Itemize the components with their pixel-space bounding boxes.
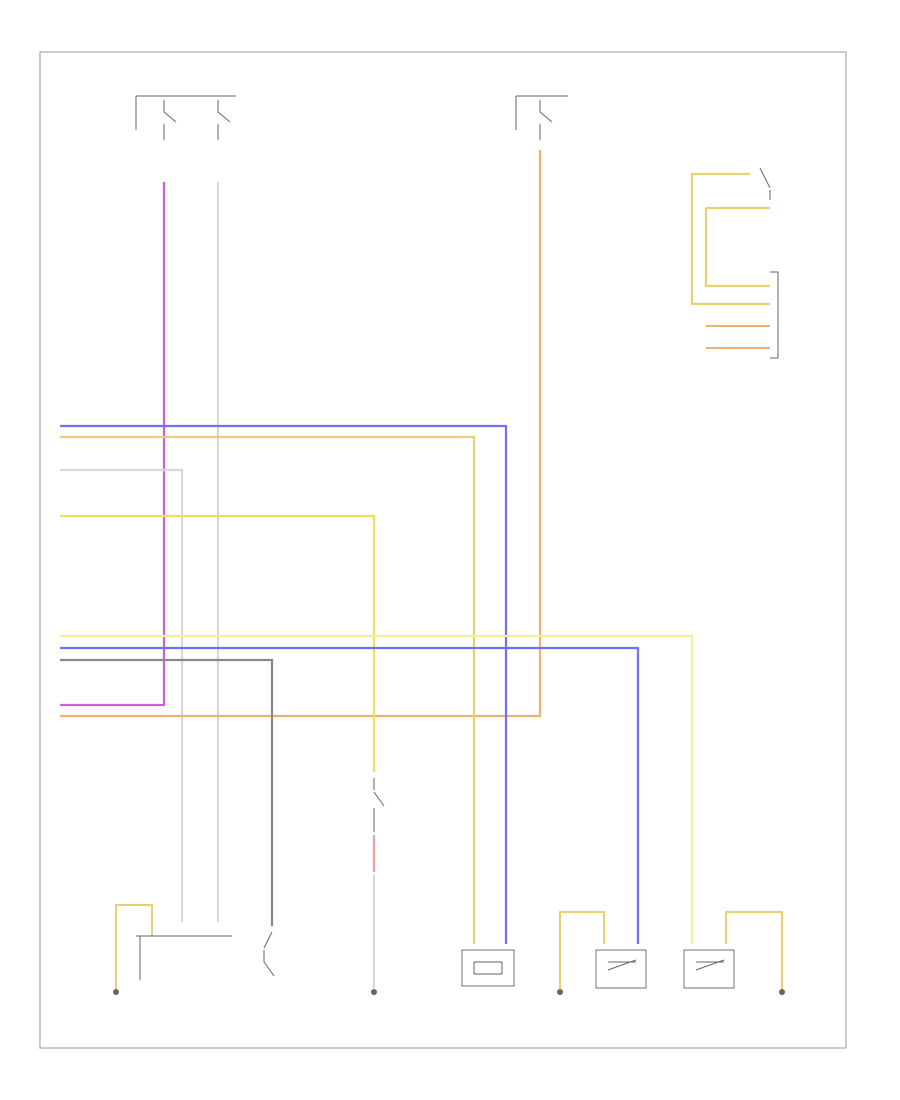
sensor-bottom-left: [113, 904, 275, 995]
wire-yellow-light: [60, 634, 694, 944]
fuse-block-left: [135, 95, 236, 140]
switch-right-b: [683, 911, 783, 990]
middle-switch: [371, 778, 385, 995]
ground-right-b: [779, 989, 785, 995]
module-middle: [461, 949, 515, 987]
fuse-block-right: [515, 95, 568, 140]
wire-white-2: [60, 468, 184, 922]
wire-blue-lower: [60, 646, 640, 944]
top-right-group: [690, 167, 779, 359]
wire-violet: [60, 182, 166, 707]
wire-gray: [60, 658, 274, 926]
switch-right-a: [595, 949, 647, 989]
wire-yellow: [60, 514, 376, 772]
wire-orange: [60, 150, 542, 718]
ground-right-a: [557, 911, 605, 995]
diagram-frame: [39, 51, 847, 1049]
wire-blue-top: [60, 424, 508, 944]
wire-gold-top: [60, 435, 476, 944]
